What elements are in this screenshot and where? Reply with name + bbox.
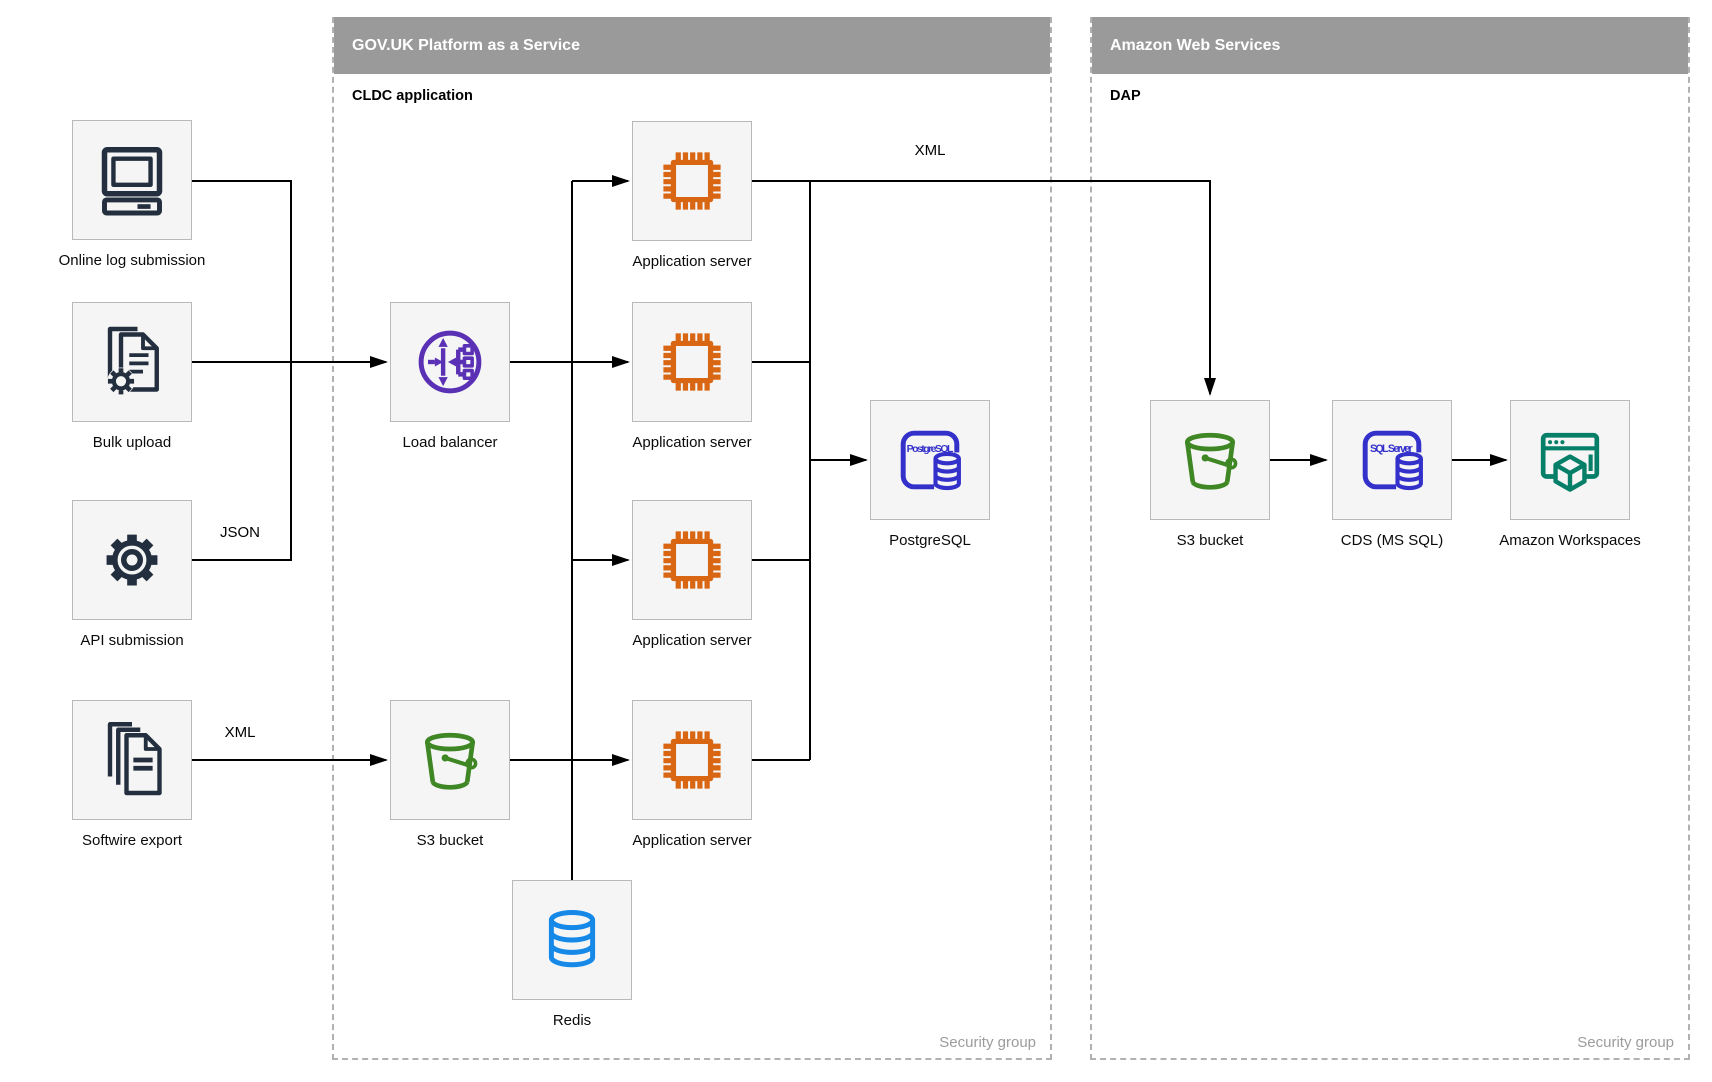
node-cds-ms-sql: SQL Server xyxy=(1332,400,1452,520)
node-label-application-server-2: Application server xyxy=(632,434,752,451)
node-application-server-3 xyxy=(632,500,752,620)
edge-label-xml-to-aws: XML xyxy=(914,142,946,159)
s3-bucket-icon xyxy=(424,732,478,790)
node-load-balancer xyxy=(390,302,510,422)
edge-label-xml-softwire: XML xyxy=(224,724,256,741)
govuk-region-title: GOV.UK Platform as a Service xyxy=(334,17,1050,74)
node-application-server-1 xyxy=(632,121,752,241)
postgresql-database-icon: PostgreSQL xyxy=(900,430,961,491)
node-label-amazon-workspaces: Amazon Workspaces xyxy=(1499,532,1641,549)
computer-icon xyxy=(101,147,163,216)
node-label-application-server-4: Application server xyxy=(632,832,752,849)
node-amazon-workspaces xyxy=(1510,400,1630,520)
node-label-application-server-1: Application server xyxy=(632,253,752,270)
node-label-softwire-export: Softwire export xyxy=(81,832,183,849)
documents-gear-icon xyxy=(107,326,159,395)
sql-server-icon-text: SQL Server xyxy=(1370,443,1413,455)
postgresql-icon-text: PostgreSQL xyxy=(907,444,954,455)
node-label-api-submission: API submission xyxy=(80,632,184,649)
node-api-submission xyxy=(72,500,192,620)
node-application-server-2 xyxy=(632,302,752,422)
gear-icon xyxy=(106,534,158,586)
aws-security-group-label: Security group xyxy=(1577,1034,1674,1051)
chip-icon xyxy=(663,531,721,589)
node-label-load-balancer: Load balancer xyxy=(402,434,498,451)
node-redis xyxy=(512,880,632,1000)
node-label-online-log-submission: Online log submission xyxy=(58,252,206,269)
node-bulk-upload xyxy=(72,302,192,422)
node-softwire-export xyxy=(72,700,192,820)
s3-bucket-icon xyxy=(1184,432,1238,490)
sql-server-database-icon: SQL Server xyxy=(1362,430,1423,491)
aws-region-sublabel: DAP xyxy=(1110,88,1141,104)
node-label-postgresql: PostgreSQL xyxy=(889,532,971,549)
node-s3-bucket-govuk xyxy=(390,700,510,820)
node-postgresql: PostgreSQL xyxy=(870,400,990,520)
edge-label-json: JSON xyxy=(219,524,260,541)
amazon-workspaces-icon xyxy=(1540,432,1600,492)
load-balancer-icon xyxy=(418,330,482,394)
documents-stack-icon xyxy=(107,722,162,796)
govuk-security-group-label: Security group xyxy=(939,1034,1036,1051)
govuk-paas-region: GOV.UK Platform as a Service CLDC applic… xyxy=(332,17,1052,1060)
govuk-region-sublabel: CLDC application xyxy=(352,88,473,104)
node-application-server-4 xyxy=(632,700,752,820)
chip-icon xyxy=(663,731,721,789)
node-label-redis: Redis xyxy=(552,1012,592,1029)
database-cylinder-icon xyxy=(548,910,596,968)
aws-region-title: Amazon Web Services xyxy=(1092,17,1688,74)
node-label-s3-bucket-aws: S3 bucket xyxy=(1176,532,1244,549)
aws-region: Amazon Web Services DAP Security group xyxy=(1090,17,1690,1060)
node-label-application-server-3: Application server xyxy=(632,632,752,649)
chip-icon xyxy=(663,152,721,210)
node-s3-bucket-aws xyxy=(1150,400,1270,520)
node-label-s3-bucket-govuk: S3 bucket xyxy=(416,832,484,849)
chip-icon xyxy=(663,333,721,391)
node-online-log-submission xyxy=(72,120,192,240)
node-label-cds-ms-sql: CDS (MS SQL) xyxy=(1340,532,1444,549)
node-label-bulk-upload: Bulk upload xyxy=(92,434,172,451)
